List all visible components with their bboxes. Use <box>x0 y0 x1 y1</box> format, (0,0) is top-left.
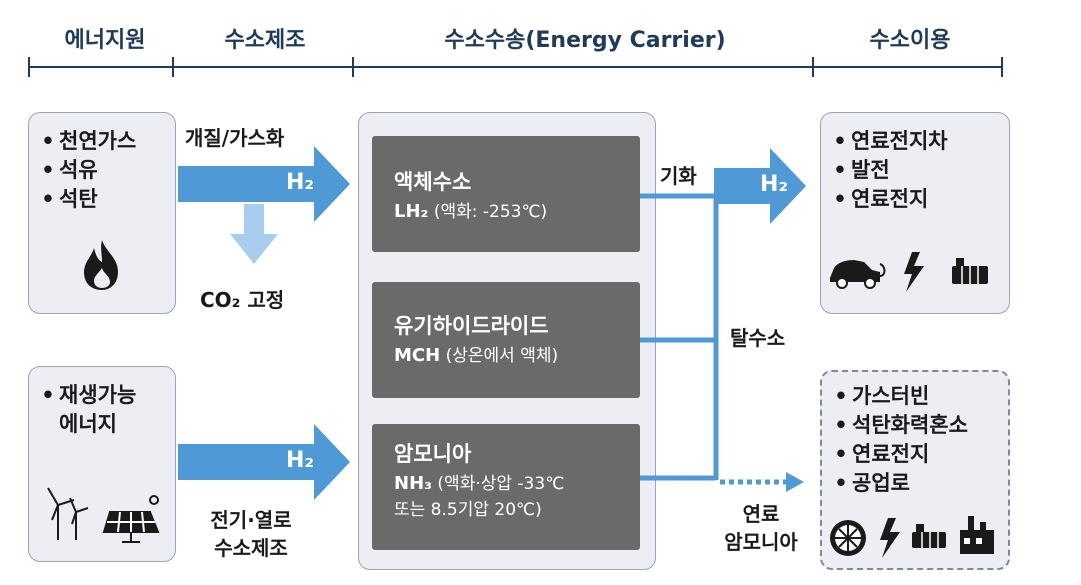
list-item: 재생가능 <box>37 381 136 410</box>
factory-icon <box>960 516 994 554</box>
fire-icon <box>84 240 118 290</box>
scale-tick <box>28 57 30 77</box>
hydrogen-use-list: 연료전지차 발전 연료전지 <box>829 127 948 214</box>
scale-tick <box>812 57 814 77</box>
gasification-label: 기화 <box>660 164 697 188</box>
carrier-detail: (상온에서 액체) <box>445 346 559 366</box>
solar-panel-icon <box>102 495 160 543</box>
renewable-line2: 에너지 <box>59 412 117 436</box>
electrolysis-label: 전기·열로 수소제조 <box>196 506 306 562</box>
fuel-cell-icon <box>912 524 946 548</box>
carrier-formula: NH₃ <box>394 473 433 494</box>
stage-hydrogen-transport: 수소수송(Energy Carrier) <box>444 28 726 53</box>
co2-fixation-label: CO₂ 고정 <box>200 288 285 312</box>
fuel-ammonia-arrowhead <box>786 472 804 492</box>
carrier-formula: LH₂ <box>394 201 429 222</box>
lightning-icon <box>880 518 900 558</box>
dehydrogenation-label: 탈수소 <box>730 326 786 350</box>
renewable-source-list: 재생가능 <box>37 381 136 410</box>
list-item: 공업로 <box>830 469 968 498</box>
fuel-cell-icon <box>952 258 988 284</box>
stage-hydrogen-use: 수소이용 <box>869 28 951 53</box>
carrier-formula: MCH <box>394 345 441 366</box>
electrolysis-line1: 전기·열로 <box>210 508 292 532</box>
scale-tick <box>352 57 354 77</box>
carrier-organic-hydride: 유기하이드라이드 MCH (상온에서 액체) <box>372 282 640 398</box>
h2-arrow-fossil <box>178 146 350 222</box>
stage-energy-source: 에너지원 <box>64 28 146 53</box>
ammonia-use-list: 가스터빈 석탄화력혼소 연료전지 공업로 <box>830 382 968 498</box>
h2-arrow-renewable <box>178 424 350 500</box>
list-item: 천연가스 <box>37 127 136 156</box>
fuel-ammonia-line1: 연료 <box>742 502 780 526</box>
carrier-name: 유기하이드라이드 <box>394 314 549 338</box>
carrier-detail-2: 또는 8.5기압 20℃) <box>394 500 542 520</box>
list-item: 연료전지차 <box>829 127 948 156</box>
h2-label-renewable: H₂ <box>286 448 315 473</box>
lightning-icon <box>904 252 924 292</box>
co2-down-arrow <box>230 204 278 264</box>
car-icon <box>830 260 886 289</box>
carrier-detail: (액화·상압 -33℃ <box>437 474 565 494</box>
list-item: 석유 <box>37 156 136 185</box>
electrolysis-line2: 수소제조 <box>214 536 288 560</box>
h2-label-use: H₂ <box>760 172 789 197</box>
list-item: 석탄 <box>37 185 136 214</box>
fossil-source-box: 천연가스 석유 석탄 <box>28 112 176 314</box>
scale-tick <box>1001 57 1003 77</box>
h2-arrow-use <box>714 148 806 224</box>
header-scale-line <box>28 66 1003 68</box>
list-item: 가스터빈 <box>830 382 968 411</box>
turbine-fan-icon <box>830 520 866 556</box>
list-item: 발전 <box>829 156 948 185</box>
carrier-detail: (액화: -253℃) <box>433 202 548 222</box>
carrier-liquid-hydrogen: 액체수소 LH₂ (액화: -253℃) <box>372 136 640 252</box>
stage-hydrogen-production: 수소제조 <box>224 28 306 53</box>
carrier-ammonia: 암모니아 NH₃ (액화·상압 -33℃ 또는 8.5기압 20℃) <box>372 424 640 550</box>
list-item: 연료전지 <box>829 185 948 214</box>
list-item: 연료전지 <box>830 440 968 469</box>
fuel-ammonia-line2: 암모니아 <box>724 530 798 554</box>
scale-tick <box>172 57 174 77</box>
carrier-name: 암모니아 <box>394 442 472 466</box>
carrier-name: 액체수소 <box>394 170 472 194</box>
list-item: 석탄화력혼소 <box>830 411 968 440</box>
fossil-source-list: 천연가스 석유 석탄 <box>37 127 136 214</box>
reforming-label: 개질/가스화 <box>185 126 285 150</box>
wind-turbine-icon <box>47 487 89 540</box>
h2-label-fossil: H₂ <box>286 170 315 195</box>
fuel-ammonia-label: 연료 암모니아 <box>706 500 816 556</box>
